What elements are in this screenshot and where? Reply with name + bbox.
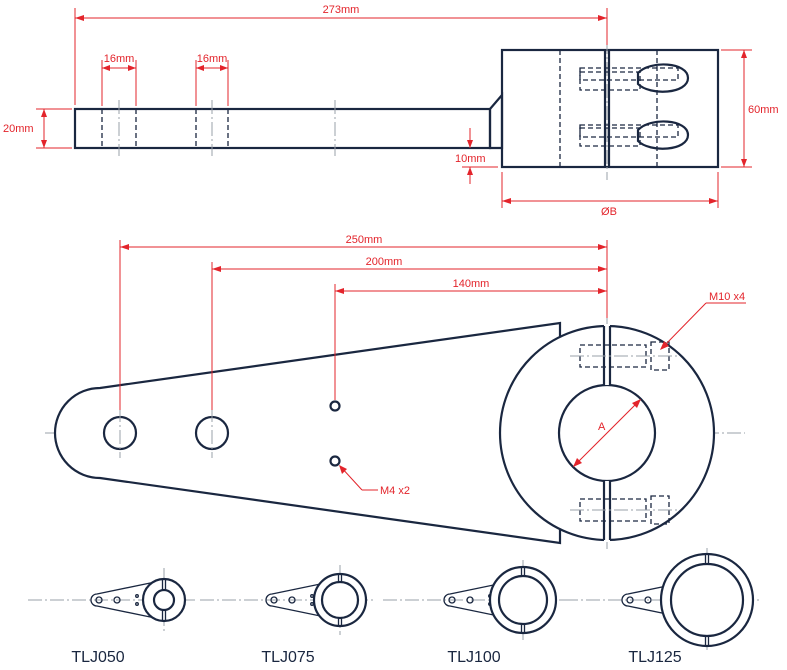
- dim-200: 200mm: [366, 256, 403, 268]
- model-label-tlj125: TLJ125: [628, 649, 681, 666]
- dim-hole-spacing-2: 16mm: [197, 53, 228, 65]
- m4-hole-bottom: [329, 455, 341, 467]
- model-tlj050: TLJ050: [28, 568, 195, 666]
- dim-clamp-height: 60mm: [748, 104, 779, 116]
- dim-250: 250mm: [346, 234, 383, 246]
- arm-profile: [53, 321, 562, 545]
- dim-bore-a: A: [598, 421, 606, 433]
- dim-140: 140mm: [453, 278, 490, 290]
- dim-overall-length: 273mm: [323, 4, 360, 16]
- dim-clamp-diameter: ØB: [601, 206, 617, 218]
- model-tlj075: TLJ075: [200, 565, 375, 666]
- top-view: 273mm 16mm 16mm 20mm 60mm: [3, 4, 779, 218]
- front-view: 250mm 200mm 140mm M10 x4 M4 x2 A: [45, 234, 746, 552]
- dim-arm-height: 20mm: [3, 123, 34, 135]
- model-tlj100: TLJ100: [383, 560, 565, 666]
- m4-hole-top: [329, 400, 341, 412]
- arm-bar: [73, 107, 492, 150]
- note-m4: M4 x2: [380, 485, 410, 497]
- dim-hole-spacing-1: 16mm: [104, 53, 135, 65]
- model-label-tlj100: TLJ100: [447, 649, 500, 666]
- dim-offset: 10mm: [455, 153, 486, 165]
- model-tlj125: TLJ125: [564, 548, 760, 666]
- model-label-tlj050: TLJ050: [71, 649, 124, 666]
- model-label-tlj075: TLJ075: [261, 649, 314, 666]
- note-m10: M10 x4: [709, 291, 745, 303]
